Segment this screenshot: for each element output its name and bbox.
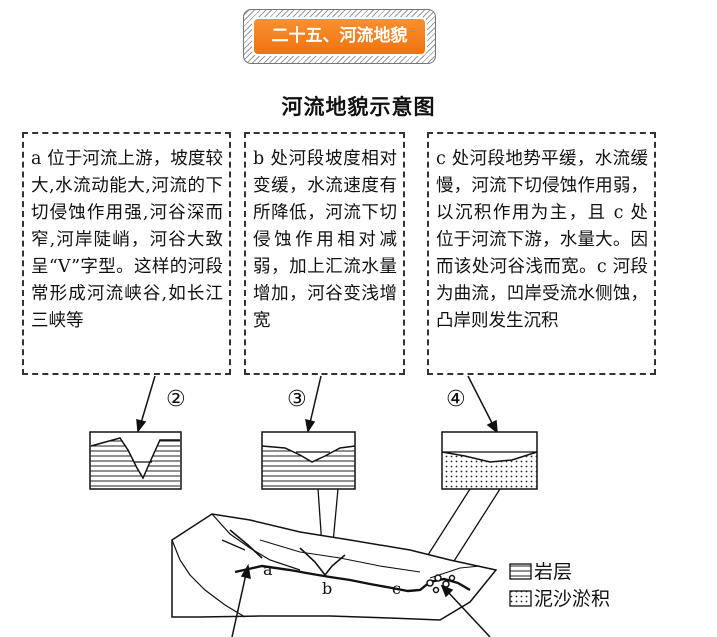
figure-title: 河流地貌示意图: [281, 95, 436, 119]
arrow-to-section-4: [467, 375, 494, 426]
description-box-a: a 位于河流上游，坡度较大,水流动能大,河流的下切侵蚀作用强,河谷深而窄,河岸陡…: [22, 132, 231, 375]
terrain-label-b: b: [322, 579, 333, 598]
terrain-block: [171, 513, 498, 621]
terrain-label-a: a: [263, 560, 273, 579]
cross-section-2: [89, 431, 182, 490]
legend-swatches: [509, 563, 532, 607]
arrow-to-section-2: [140, 375, 156, 424]
callout-number-2: ②: [166, 387, 186, 412]
callout-number-4: ④: [446, 387, 466, 412]
section-banner-frame: 二十五、河流地貌: [243, 9, 436, 64]
bottom-pointer-arrows: [231, 563, 491, 637]
cross-section-4: [441, 431, 538, 490]
legend-silt-swatch: [509, 590, 532, 607]
arrow-head-2: [136, 419, 147, 433]
legend-rock-swatch: [509, 563, 532, 580]
pointer-arrows: [136, 375, 498, 434]
terrain-label-c: c: [392, 579, 401, 598]
arrow-to-section-3: [309, 375, 322, 424]
cross-section-3: [261, 431, 356, 490]
description-box-b: b 处河段坡度相对变缓，水流速度有所降低，河流下切侵蚀作用相对减弱，加上汇流水量…: [244, 132, 405, 375]
callout-number-3: ③: [287, 387, 307, 412]
legend-rock-label: 岩层: [534, 561, 573, 583]
legend-silt-label: 泥沙淤积: [534, 588, 611, 610]
description-box-c: c 处河段地势平缓，水流缓慢，河流下切侵蚀作用弱，以沉积作用为主，且 c 处位于…: [427, 132, 656, 375]
section-banner: 二十五、河流地貌: [252, 17, 427, 56]
arrow-head-3: [305, 418, 316, 433]
arrow-head-4: [486, 419, 498, 434]
